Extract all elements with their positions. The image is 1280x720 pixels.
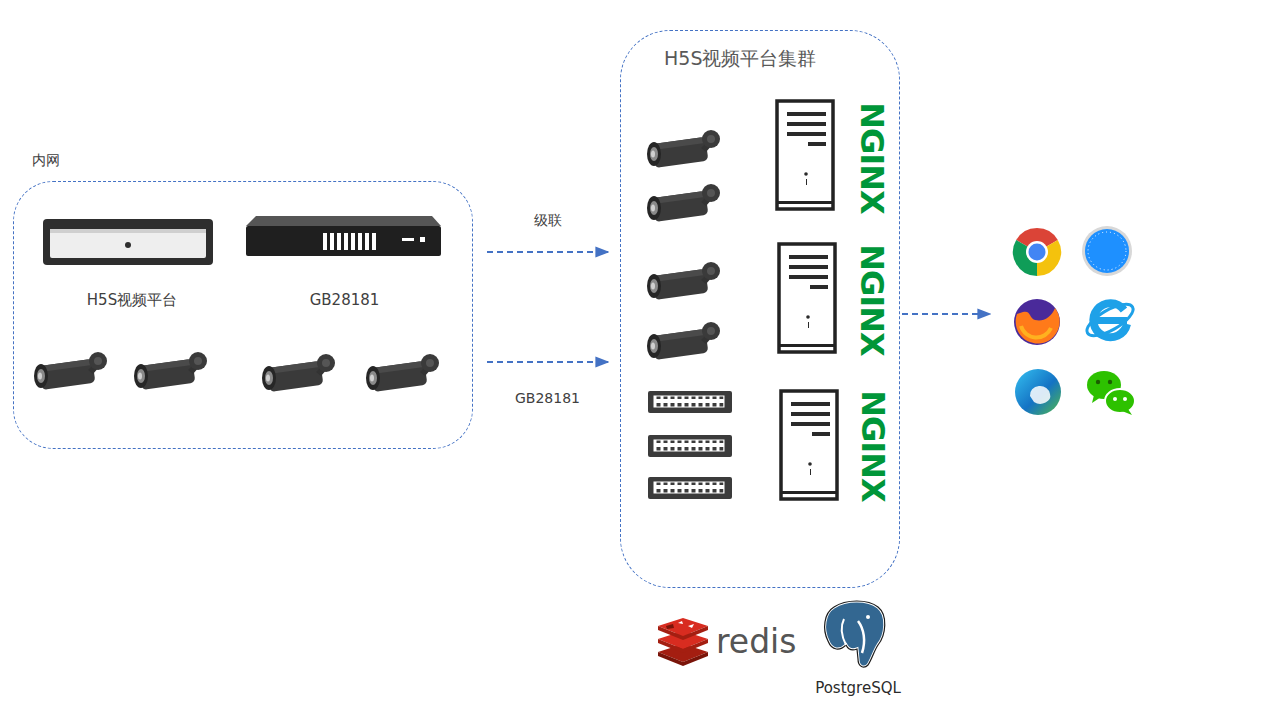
- ie-icon: [1082, 298, 1137, 341]
- device-label: GB28181: [310, 290, 380, 310]
- chrome-icon: [1013, 228, 1061, 276]
- dashed-arrow: [487, 361, 608, 363]
- camera: [134, 352, 207, 390]
- server: [777, 101, 833, 209]
- postgres-logo: [825, 601, 885, 667]
- nginx-logo-text: NGINX: [857, 244, 887, 355]
- device-label: H5S视频平台: [87, 290, 177, 310]
- safari-icon: [1082, 226, 1132, 276]
- redis-logo-text: redis: [716, 622, 796, 662]
- redis-logo: [658, 618, 708, 666]
- switch: [648, 477, 732, 499]
- postgres-logo-text: PostgreSQL: [815, 678, 901, 698]
- firefox-icon: [1014, 299, 1060, 345]
- device-label-box: H5S视频平台: [42, 210, 222, 314]
- nginx-logo-text: NGINX: [858, 390, 888, 501]
- dashed-arrow: [487, 251, 608, 253]
- camera: [647, 322, 720, 360]
- camera: [647, 130, 720, 168]
- edge-label: 级联: [531, 210, 565, 230]
- switch: [648, 391, 732, 413]
- switch: [648, 435, 732, 457]
- device-label-box: GB28181: [237, 210, 452, 314]
- edge-icon: [1015, 369, 1061, 415]
- h5s-device: [43, 219, 213, 265]
- camera: [366, 354, 439, 392]
- server: [779, 244, 835, 352]
- nginx-logo-text: NGINX: [857, 102, 887, 213]
- output-arrow: [902, 313, 990, 315]
- edge-label: GB28181: [512, 388, 583, 408]
- camera: [262, 354, 335, 392]
- camera: [34, 352, 107, 390]
- region-title: H5S视频平台集群: [664, 45, 816, 71]
- camera: [647, 262, 720, 300]
- nvr-device: [246, 216, 441, 256]
- region-title: 内网: [32, 150, 60, 170]
- camera: [647, 184, 720, 222]
- wechat-icon: [1087, 371, 1135, 415]
- network-region: 内网H5S视频平台GB28181: [13, 181, 473, 449]
- server: [781, 391, 837, 499]
